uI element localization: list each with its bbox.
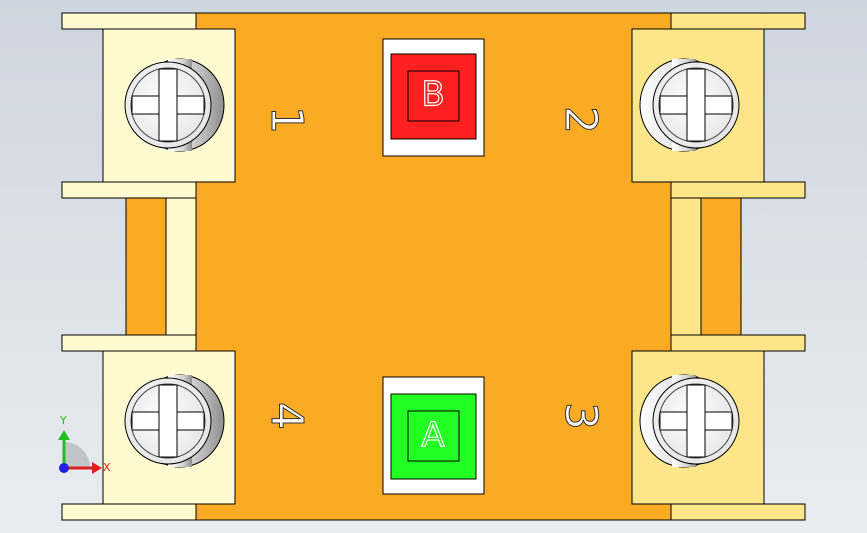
terminal-label-4: 4 xyxy=(261,402,312,430)
terminal-label-2: 2 xyxy=(555,106,606,134)
phillips-cross-icon xyxy=(659,384,733,458)
button-a[interactable]: A xyxy=(382,376,485,495)
phillips-cross-icon xyxy=(659,68,733,142)
triad-x-arrow-icon xyxy=(92,462,102,474)
button-a-label: A xyxy=(421,416,444,456)
triad-y-arrow-icon xyxy=(58,430,70,440)
terminal-label-1: 1 xyxy=(261,106,312,134)
terminal-screw-1[interactable] xyxy=(124,58,225,152)
orientation-triad: Y X xyxy=(58,414,111,474)
triad-y-label: Y xyxy=(59,414,67,427)
left-slot xyxy=(125,197,167,336)
terminal-label-3: 3 xyxy=(555,402,606,430)
right-slot xyxy=(700,197,742,336)
button-b-label: B xyxy=(421,75,444,115)
terminal-screw-2[interactable] xyxy=(639,58,740,152)
phillips-cross-icon xyxy=(131,68,205,142)
triad-z-axis-icon xyxy=(59,463,69,473)
triad-x-label: X xyxy=(103,461,111,474)
phillips-cross-icon xyxy=(131,384,205,458)
triad-rotation-arc-icon xyxy=(64,442,90,468)
button-b[interactable]: B xyxy=(382,38,485,157)
terminal-screw-3[interactable] xyxy=(639,374,740,468)
terminal-screw-4[interactable] xyxy=(124,374,225,468)
